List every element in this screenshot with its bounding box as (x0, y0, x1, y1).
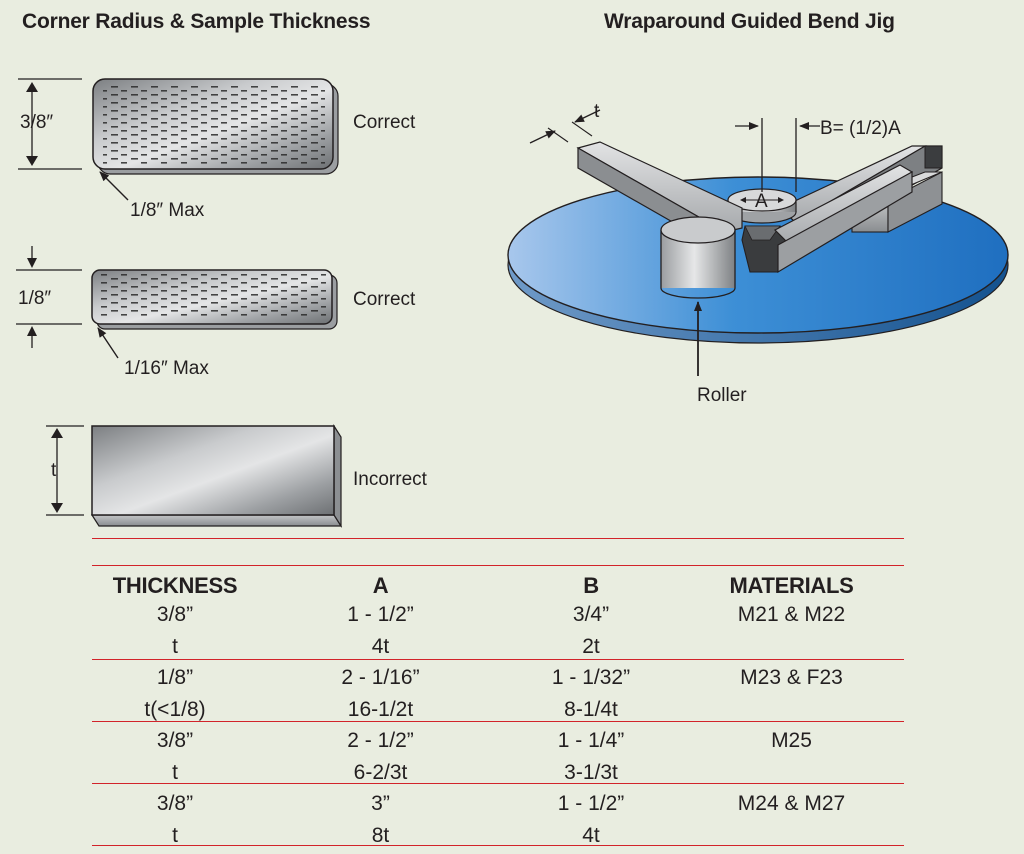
sample-3-dimension-label: t (51, 460, 57, 481)
cell-thickness: 3/8” (156, 729, 194, 752)
cell-thickness: t (172, 760, 178, 784)
table-rule (92, 845, 904, 846)
header-a: A (372, 573, 389, 598)
cell-b: 1 - 1/4” (557, 729, 625, 752)
table-row: t 8t 4t (92, 820, 904, 852)
header-thickness: THICKNESS (112, 573, 238, 598)
cell-materials: M23 & F23 (740, 666, 843, 689)
cell-b: 3/4” (572, 603, 610, 626)
cell-a: 2 - 1/2” (347, 729, 414, 752)
cell-materials (679, 820, 904, 852)
cell-materials: M24 & M27 (737, 792, 846, 815)
sample-2-status: Correct (353, 289, 416, 310)
sample-1-dimension-label: 3/8″ (20, 112, 53, 133)
cell-b: 2t (582, 634, 600, 658)
cell-b: 1 - 1/2” (557, 792, 625, 815)
cell-materials: M25 (771, 729, 812, 752)
sample-2-radius-note: 1/16″ Max (124, 358, 209, 379)
table-header-row: THICKNESS A B MATERIALS (92, 535, 904, 599)
cell-a: 6-2/3t (353, 760, 408, 784)
table-row: 3/8” 3” 1 - 1/2” M24 & M27 (92, 788, 904, 820)
sample-3-status: Incorrect (353, 469, 428, 490)
cell-thickness: t(<1/8) (144, 697, 206, 721)
right-diagram-title: Wraparound Guided Bend Jig (604, 10, 895, 33)
header-materials: MATERIALS (729, 573, 854, 598)
table-rule (92, 538, 904, 539)
table-rule (92, 659, 904, 660)
cell-a: 8t (371, 823, 390, 847)
table-row: t 4t 2t (92, 631, 904, 663)
cell-materials (679, 694, 904, 726)
cell-thickness: 3/8” (156, 792, 194, 815)
cell-materials (679, 757, 904, 789)
sample-1-8-correct (16, 246, 338, 359)
cell-a: 1 - 1/2” (347, 603, 414, 626)
cell-materials (679, 631, 904, 663)
sample-t-incorrect (46, 423, 343, 529)
sample-3-8-correct (18, 78, 339, 201)
cell-materials: M21 & M22 (737, 603, 846, 626)
sample-2-dimension-label: 1/8″ (18, 288, 51, 309)
table-rule (92, 721, 904, 722)
table-row: 3/8” 2 - 1/2” 1 - 1/4” M25 (92, 725, 904, 757)
sample-1-status: Correct (353, 112, 416, 133)
cell-thickness: 3/8” (156, 603, 194, 626)
cell-b: 8-1/4t (564, 697, 618, 721)
cell-thickness: t (172, 823, 178, 847)
cell-a: 2 - 1/16” (341, 666, 420, 689)
cell-a: 16-1/2t (347, 697, 414, 721)
table-rule (92, 565, 904, 566)
table-row: t 6-2/3t 3-1/3t (92, 757, 904, 789)
table-row: 1/8” 2 - 1/16” 1 - 1/32” M23 & F23 (92, 662, 904, 694)
sample-1-radius-note: 1/8″ Max (130, 200, 205, 221)
bend-jig-illustration (507, 109, 1009, 376)
jig-roller-label: Roller (697, 385, 747, 406)
cell-thickness: 1/8” (156, 666, 194, 689)
cell-thickness: t (172, 634, 178, 658)
left-diagram-title: Corner Radius & Sample Thickness (22, 10, 371, 33)
cell-a: 3” (371, 792, 390, 815)
cell-b: 4t (582, 823, 600, 847)
cell-a: 4t (371, 634, 390, 658)
header-b: B (583, 573, 599, 598)
table-row: t(<1/8) 16-1/2t 8-1/4t (92, 694, 904, 726)
jig-a-label: A (755, 191, 768, 212)
cell-b: 3-1/3t (564, 760, 618, 784)
jig-b-label: B= (1/2)A (820, 118, 901, 139)
table-rule (92, 783, 904, 784)
cell-b: 1 - 1/32” (551, 666, 631, 689)
dimension-table: THICKNESS A B MATERIALS 3/8” 1 - 1/2” 3/… (92, 535, 904, 851)
table-row: 3/8” 1 - 1/2” 3/4” M21 & M22 (92, 599, 904, 631)
jig-thickness-label: t (594, 101, 600, 122)
